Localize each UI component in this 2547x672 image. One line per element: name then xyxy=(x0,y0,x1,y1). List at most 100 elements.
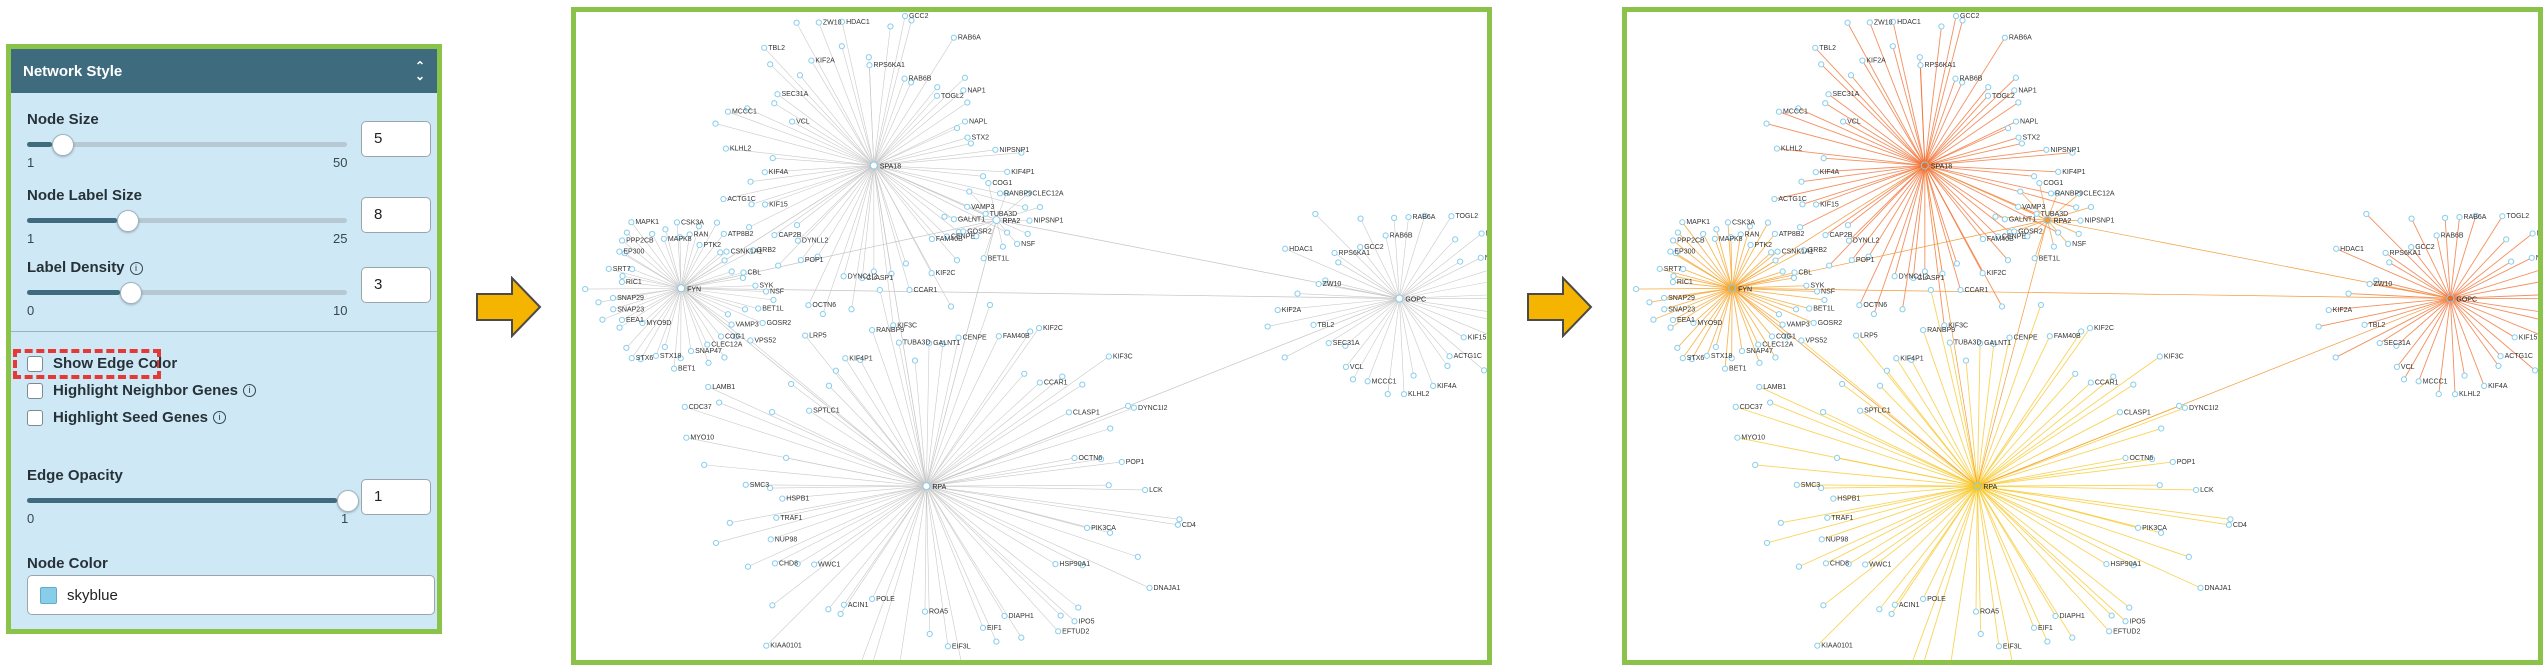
edge xyxy=(1691,288,1733,360)
gene-node xyxy=(745,224,753,231)
edge-opacity-slider[interactable] xyxy=(27,489,359,512)
edge xyxy=(1828,93,1926,166)
node-size-slider[interactable] xyxy=(27,133,347,156)
gene-node xyxy=(1845,237,1853,244)
edge xyxy=(2450,281,2538,299)
hub-label: GOPC xyxy=(1405,296,1426,303)
expand-collapse-icon[interactable]: ⌃⌄ xyxy=(414,59,425,83)
label-density-input[interactable]: 3 xyxy=(361,267,431,303)
gene-node xyxy=(1763,120,1770,127)
edge xyxy=(1681,221,1733,289)
gene-label: GCC2 xyxy=(909,13,929,20)
gene-node xyxy=(767,484,774,492)
edge xyxy=(1836,457,1978,487)
edge xyxy=(926,485,1075,622)
gene-node xyxy=(934,84,941,91)
edge-opacity-input[interactable]: 1 xyxy=(361,479,431,515)
gene-node xyxy=(1055,628,1062,635)
gene-label: SEC31A xyxy=(1832,91,1859,98)
node-size-thumb[interactable] xyxy=(51,134,74,156)
gene-node xyxy=(961,74,969,81)
edge xyxy=(2047,193,2080,221)
node-color-value: skyblue xyxy=(67,586,118,604)
edge xyxy=(680,233,725,289)
info-icon[interactable]: i xyxy=(243,384,257,397)
gene-node xyxy=(964,99,971,106)
label-density-thumb[interactable] xyxy=(120,282,142,304)
gene-label: GALNT1 xyxy=(2009,216,2036,223)
show-edge-color-row[interactable]: Show Edge Color xyxy=(27,355,177,372)
gene-label: IPO5 xyxy=(2130,618,2146,625)
gene-label: TBL2 xyxy=(1819,45,1836,52)
node-label-size-thumb[interactable] xyxy=(116,210,139,232)
network-graph[interactable]: KIF4P1RANBP9TUBA3DGALNT1CENPEFAM40BKIF2C… xyxy=(576,12,1487,660)
edge xyxy=(871,485,927,600)
gene-label: TBL2 xyxy=(768,45,785,52)
edge xyxy=(796,22,875,166)
highlight-seed-checkbox[interactable] xyxy=(27,409,43,426)
node-label-size-slider[interactable] xyxy=(27,209,347,232)
gene-node xyxy=(712,120,719,127)
edge xyxy=(926,485,1146,491)
gene-label: KIAA0101 xyxy=(1821,643,1853,650)
gene-node xyxy=(1727,234,1735,241)
node-label-size-input[interactable]: 8 xyxy=(361,197,431,233)
gene-label: RANBP9 xyxy=(876,327,904,334)
edge xyxy=(926,384,1083,487)
gene-node xyxy=(768,409,776,416)
gene-node xyxy=(1799,201,1806,208)
gene-label: LRP5 xyxy=(809,333,827,340)
highlight-neighbor-row[interactable]: Highlight Neighbor Genes i xyxy=(27,382,257,399)
show-edge-color-checkbox[interactable] xyxy=(27,355,43,372)
gene-node xyxy=(1979,270,1986,277)
gene-label: RAB6B xyxy=(908,76,931,83)
info-icon[interactable]: i xyxy=(213,411,227,424)
edge xyxy=(1732,287,1825,301)
gene-label: ROA5 xyxy=(1980,609,1999,616)
info-icon[interactable]: i xyxy=(129,261,143,275)
gene-label: KIF2C xyxy=(1043,325,1063,332)
gene-label: CD4 xyxy=(2233,522,2247,529)
highlight-seed-row[interactable]: Highlight Seed Genes i xyxy=(27,409,227,426)
gene-node xyxy=(1703,352,1711,359)
edge xyxy=(1328,298,1400,344)
gene-node xyxy=(649,230,656,238)
network-graph[interactable]: KIF4P1RANBP9TUBA3DGALNT1CENPEFAM40BKIF2C… xyxy=(1627,12,2538,660)
gene-node xyxy=(1342,342,1349,349)
edge xyxy=(626,232,682,289)
gene-label: OCTN6 xyxy=(2129,455,2153,462)
gene-node xyxy=(1998,303,2006,310)
gene-node xyxy=(1952,75,1959,82)
edge xyxy=(1285,248,1400,299)
gene-node xyxy=(1025,190,1032,197)
edge xyxy=(840,485,927,615)
edge xyxy=(1399,233,1482,299)
gene-node xyxy=(2456,213,2463,221)
gene-label: SEC31A xyxy=(2384,340,2411,347)
panel-header[interactable]: Network Style ⌃⌄ xyxy=(11,49,437,93)
edge xyxy=(926,336,1000,487)
hub-node xyxy=(1728,284,1737,293)
gene-label: KIF3C xyxy=(2164,354,2184,361)
label-density-slider[interactable] xyxy=(27,281,347,304)
gene-node xyxy=(705,383,712,391)
edge-opacity-thumb[interactable] xyxy=(337,490,359,512)
gene-node xyxy=(619,273,626,280)
gene-node xyxy=(2106,628,2113,635)
edge xyxy=(2396,298,2451,347)
gene-node xyxy=(748,201,755,208)
node-size-input[interactable]: 5 xyxy=(361,121,431,157)
gene-node xyxy=(1391,214,1398,221)
gene-node xyxy=(1771,195,1778,203)
edge xyxy=(2450,261,2512,299)
node-color-select[interactable]: skyblue xyxy=(27,575,435,615)
edge xyxy=(1399,217,1409,299)
hub-label: FYN xyxy=(1738,286,1752,293)
edge xyxy=(873,20,912,166)
edge xyxy=(2328,298,2451,311)
edge xyxy=(774,102,874,166)
edge xyxy=(873,165,948,237)
highlight-neighbor-checkbox[interactable] xyxy=(27,382,43,399)
